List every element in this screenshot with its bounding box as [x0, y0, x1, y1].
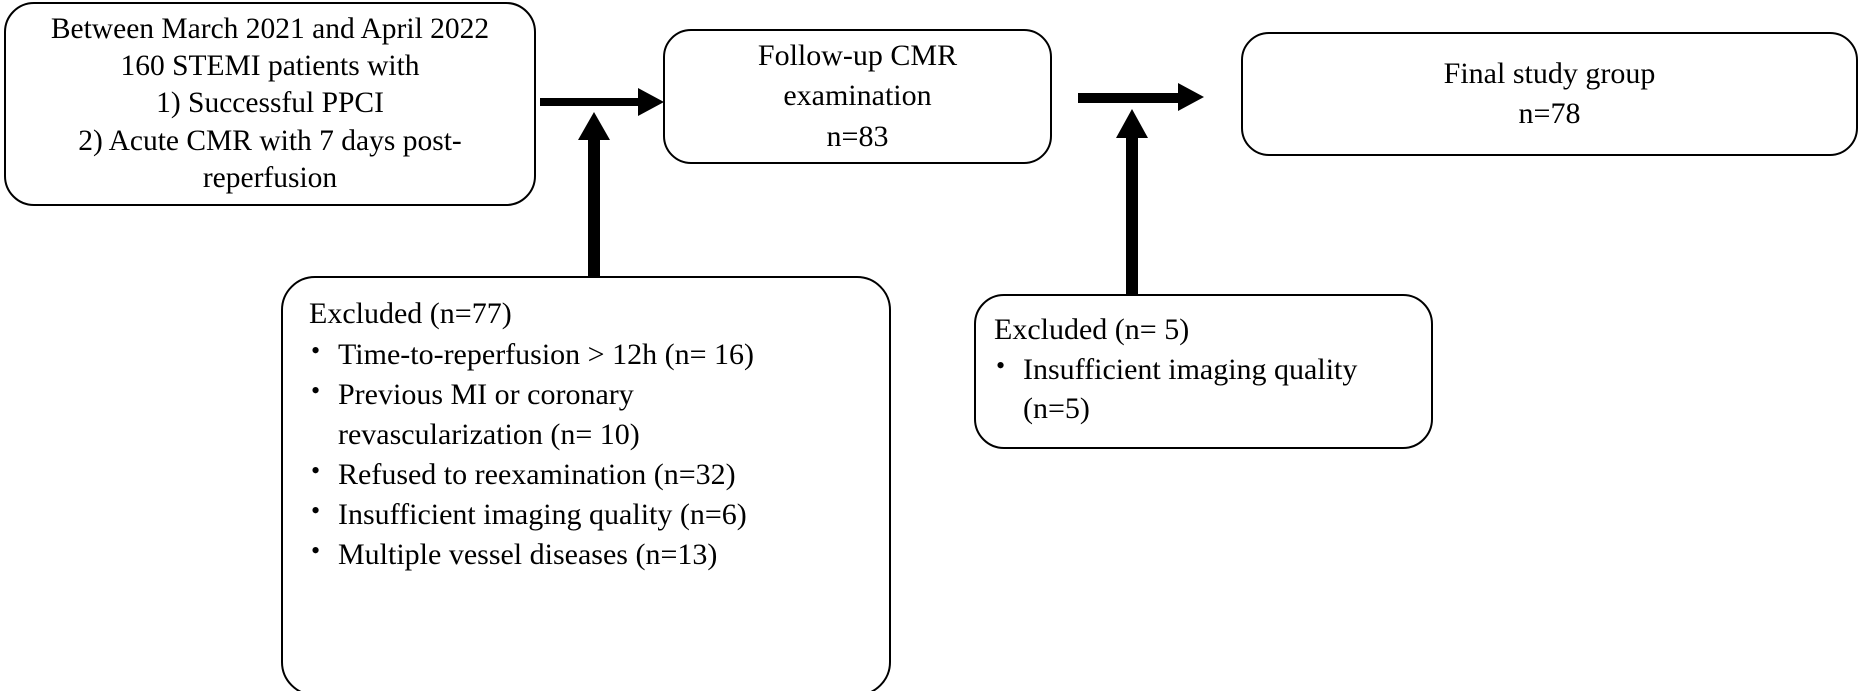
list-item: Previous MI or coronary revascularizatio…	[309, 374, 869, 454]
enrollment-line-2: 160 STEMI patients with	[120, 50, 420, 83]
list-item: Time-to-reperfusion > 12h (n= 16)	[309, 334, 869, 374]
excluded-77-list: Time-to-reperfusion > 12h (n= 16) Previo…	[309, 334, 869, 576]
list-item: Insufficient imaging quality (n=5)	[994, 349, 1417, 429]
bullet-text: Insufficient imaging quality (n=6)	[338, 498, 747, 532]
excluded-5-box: Excluded (n= 5) Insufficient imaging qua…	[974, 294, 1433, 449]
bullet-text: Time-to-reperfusion > 12h (n= 16)	[338, 338, 755, 371]
list-item: Refused to reexamination (n=32)	[309, 454, 869, 494]
followup-count: n=83	[826, 119, 889, 153]
list-item: Insufficient imaging quality (n=6)	[309, 494, 869, 534]
excluded-77-box: Excluded (n=77) Time-to-reperfusion > 12…	[281, 276, 891, 691]
enrollment-line-3: 1) Successful PPCI	[156, 87, 384, 120]
bullet-text: Refused to reexamination (n=32)	[338, 457, 736, 491]
final-study-group-box: Final study group n=78	[1241, 32, 1858, 156]
arrow-excluded77-up	[574, 104, 614, 282]
enrollment-line-1: Between March 2021 and April 2022	[50, 13, 490, 46]
enrollment-line-4: 2) Acute CMR with 7 days post-	[78, 124, 462, 157]
bullet-text-cont: (n=5)	[1023, 392, 1090, 426]
final-line-1: Final study group	[1443, 56, 1656, 90]
followup-line-2: examination	[783, 79, 932, 113]
list-item: Multiple vessel diseases (n=13)	[309, 534, 869, 574]
bullet-text: Multiple vessel diseases (n=13)	[338, 538, 718, 572]
followup-line-1: Follow-up CMR	[757, 39, 958, 73]
enrollment-line-5: reperfusion	[202, 161, 338, 194]
enrollment-box: Between March 2021 and April 2022 160 ST…	[4, 2, 536, 206]
excluded-5-heading: Excluded (n= 5)	[994, 313, 1190, 346]
follow-up-cmr-box: Follow-up CMR examination n=83	[663, 29, 1052, 164]
bullet-text: Previous MI or coronary	[338, 378, 634, 412]
arrow-enrollment-to-followup	[540, 84, 666, 120]
excluded-5-list: Insufficient imaging quality (n=5)	[994, 349, 1417, 430]
excluded-77-heading: Excluded (n=77)	[309, 297, 512, 330]
arrow-followup-to-final	[1078, 80, 1206, 116]
bullet-text: Insufficient imaging quality	[1023, 353, 1358, 386]
final-count: n=78	[1518, 97, 1581, 130]
bullet-text-cont: revascularization (n= 10)	[338, 417, 640, 451]
arrow-excluded5-up	[1112, 100, 1152, 300]
